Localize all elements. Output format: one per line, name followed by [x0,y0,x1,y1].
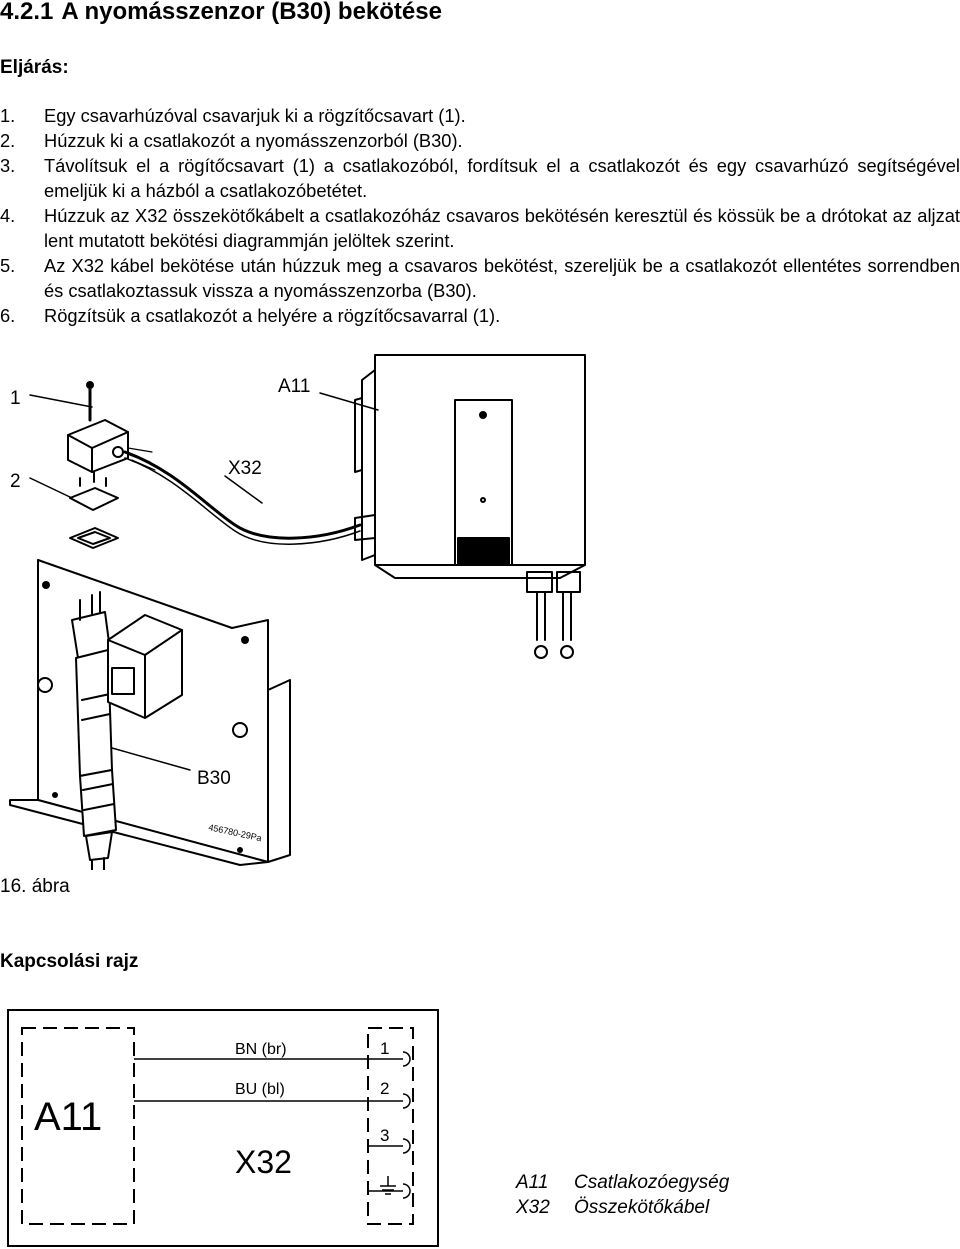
assembly-illustration: 1 2 A11 X32 B30 456780-29Pa [9,354,586,870]
label-b30: B30 [197,768,231,789]
step-item: 2. Húzzuk ki a csatlakozót a nyomásszenzo… [0,128,960,153]
schematic-title: Kapcsolási rajz [0,951,139,972]
legend-code: A11 [516,1172,549,1193]
step-text: Egy csavarhúzóval csavarjuk ki a rögzítő… [44,105,466,126]
step-text: Húzzuk az X32 összekötőkábelt a csatlako… [44,205,960,251]
step-number: 4. [0,205,16,226]
step-number: 2. [0,130,16,151]
step-number: 1. [0,105,16,126]
section-heading: 4.2.1 A nyomásszenzor (B30) bekötése [0,0,442,26]
label-a11: A11 [278,376,310,397]
cable-x32 [123,450,362,540]
label-screw-1: 1 [10,388,21,409]
section-title: A nyomásszenzor (B30) bekötése [61,0,442,25]
section-number: 4.2.1 [0,0,54,25]
step-item: 6. Rögzítsük a csatlakozót a helyére a rö… [0,303,960,328]
step-number: 5. [0,255,16,276]
figure-caption: 16. ábra [0,876,70,897]
legend-code: X32 [516,1197,550,1218]
schematic-x32-label: X32 [235,1144,292,1180]
step-text: Távolítsuk el a rögítőcsavart (1) a csat… [44,155,960,201]
schematic-a11-label: A11 [34,1095,102,1139]
step-item: 3. Távolítsuk el a rögítőcsavart (1) a cs… [0,153,960,203]
wire-label-bu: BU (bl) [235,1081,285,1098]
a11-box [21,1027,135,1225]
legend-desc: Csatlakozóegység [574,1172,730,1193]
procedure-label: Eljárás: [0,57,69,78]
step-item: 5. Az X32 kábel bekötése után húzzuk meg … [0,253,960,303]
terminal-box [367,1027,414,1225]
legend-row: A11 Csatlakozóegység [516,1170,729,1195]
terminal-2: 2 [380,1079,389,1098]
legend: A11 Csatlakozóegység X32 Összekötőkábel [516,1170,729,1220]
schematic-frame [7,1009,439,1247]
wiring-schematic: A11 X32 BN (br) BU (bl) 1 2 3 [7,1009,439,1247]
step-item: 1. Egy csavarhúzóval csavarjuk ki a rögzí… [0,103,960,128]
step-item: 4. Húzzuk az X32 összekötőkábelt a csatla… [0,203,960,253]
step-number: 3. [0,155,16,176]
label-x32: X32 [228,458,262,479]
legend-desc: Összekötőkábel [574,1197,710,1218]
terminal-1: 1 [380,1039,389,1058]
terminal-3: 3 [380,1126,389,1145]
step-text: Rögzítsük a csatlakozót a helyére a rögz… [44,305,501,326]
legend-row: X32 Összekötőkábel [516,1195,729,1220]
ground-icon [380,1176,396,1195]
step-text: Húzzuk ki a csatlakozót a nyomásszenzorb… [44,130,463,151]
step-text: Az X32 kábel bekötése után húzzuk meg a … [44,255,960,301]
label-insert-2: 2 [10,471,21,492]
step-number: 6. [0,305,16,326]
wire-label-bn: BN (br) [235,1041,287,1058]
procedure-steps: 1. Egy csavarhúzóval csavarjuk ki a rögzí… [0,103,960,328]
connector-insert-2 [69,487,119,511]
